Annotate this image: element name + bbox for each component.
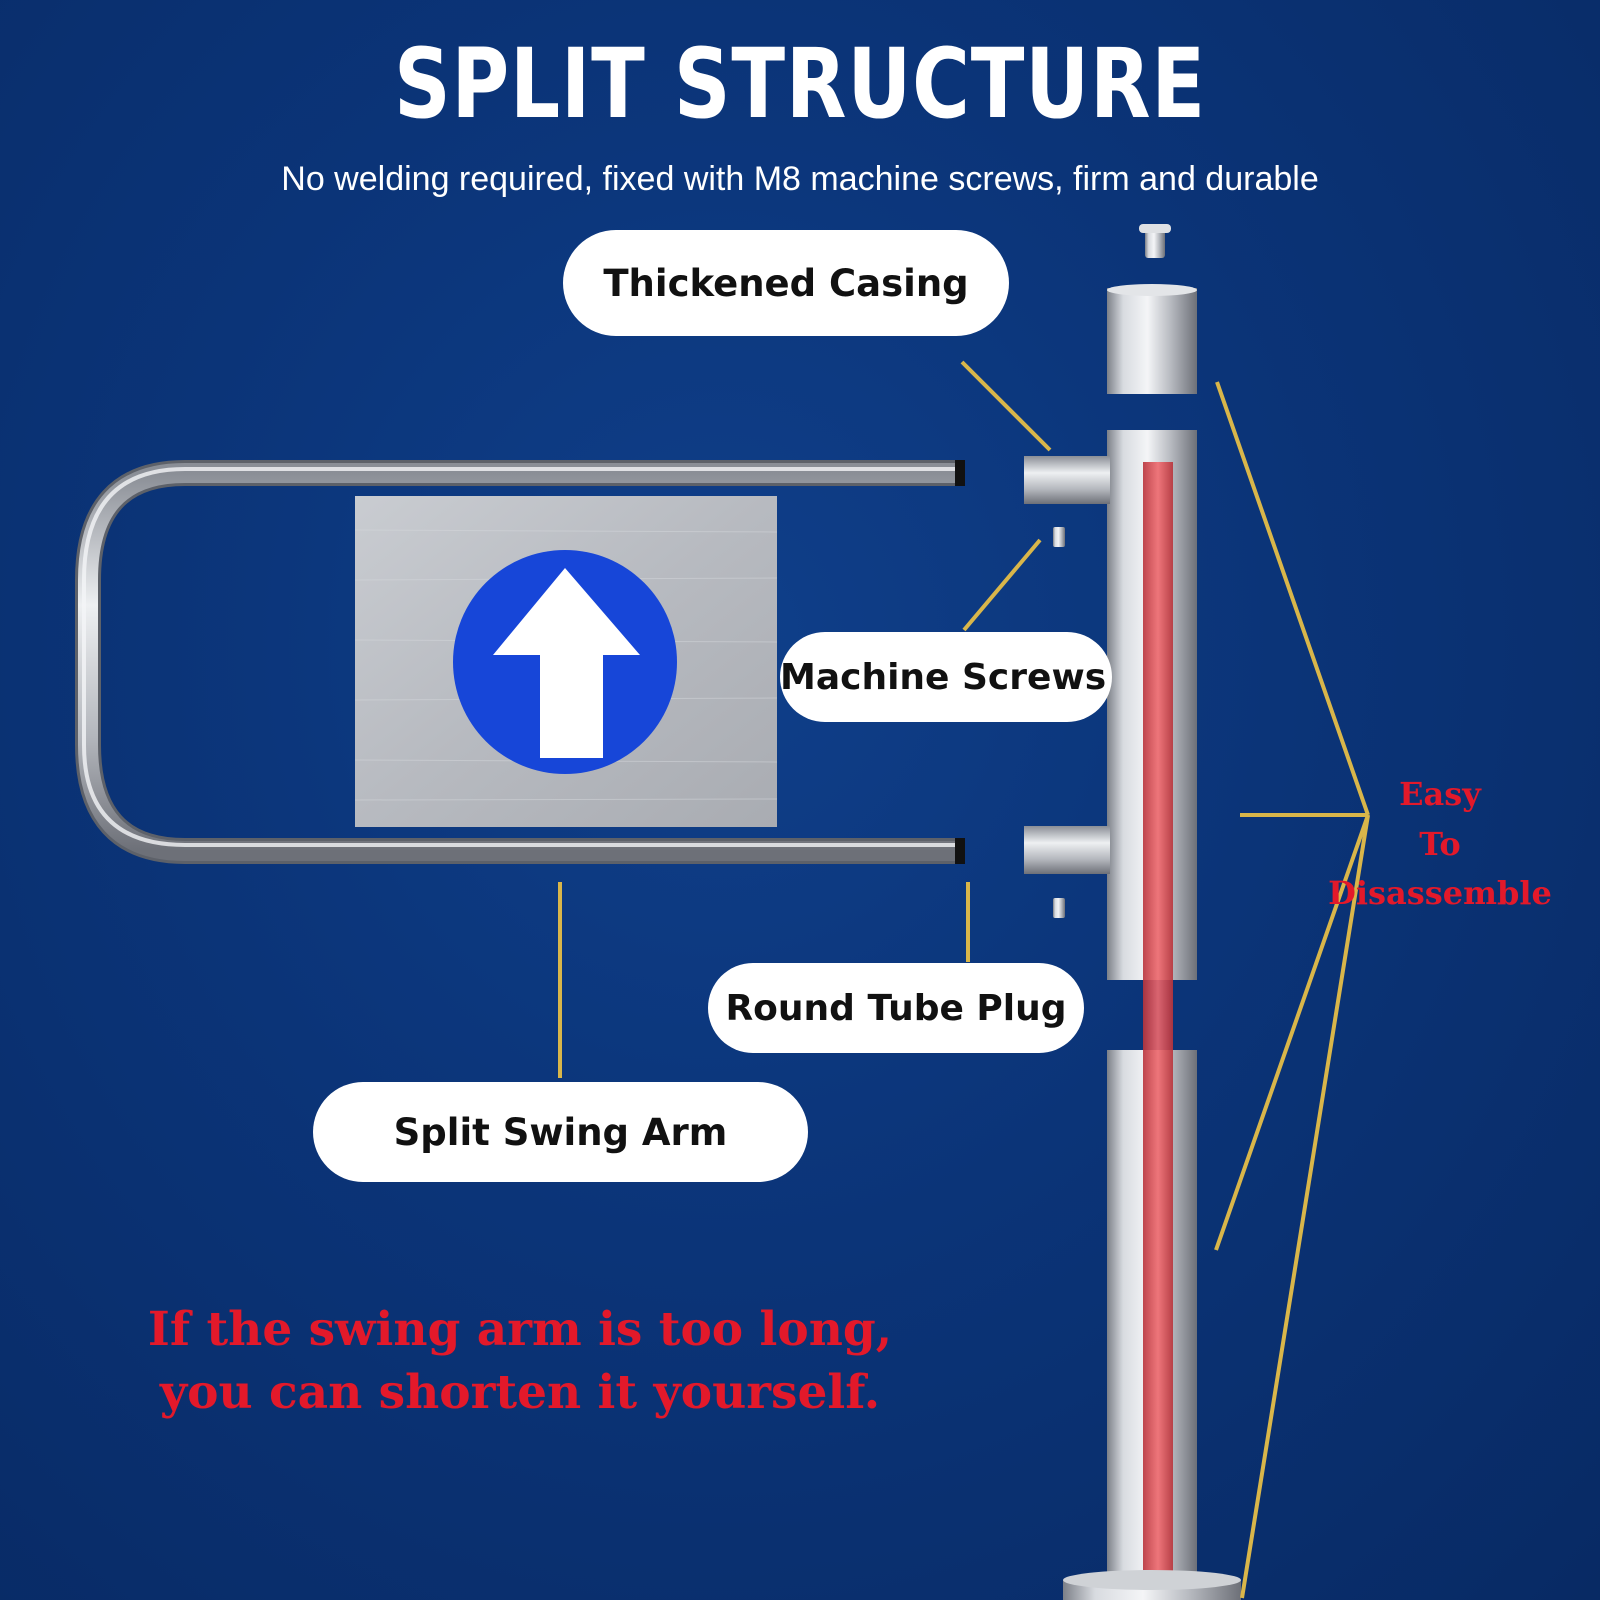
callout-machine-screws: Machine Screws (780, 632, 1112, 722)
up-arrow-icon (493, 568, 640, 758)
leader-lines (558, 360, 1370, 1599)
callout-split-swing-arm-label: Split Swing Arm (393, 1110, 728, 1154)
page-title: SPLIT STRUCTURE (394, 28, 1206, 140)
side-note-line-2: To (1419, 824, 1461, 863)
easy-to-disassemble-note: Easy To Disassemble (1300, 770, 1580, 919)
bottom-note-line-1: If the swing arm is too long, (147, 1302, 893, 1357)
shorten-arm-note: If the swing arm is too long, you can sh… (140, 1298, 900, 1425)
callout-round-tube-plug: Round Tube Plug (708, 963, 1084, 1053)
page-subtitle: No welding required, fixed with M8 machi… (281, 160, 1319, 198)
arm-connectors (1024, 456, 1110, 918)
callout-thickened-casing-label: Thickened Casing (603, 261, 969, 305)
bottom-note-line-2: you can shorten it yourself. (159, 1365, 881, 1421)
sign-plate (354, 496, 778, 827)
side-note-line-3: Disassemble (1328, 874, 1552, 913)
swing-arm-loop (75, 460, 965, 864)
callout-split-swing-arm: Split Swing Arm (313, 1082, 808, 1182)
callout-machine-screws-label: Machine Screws (780, 656, 1107, 698)
side-note-line-1: Easy (1399, 775, 1481, 813)
callout-thickened-casing: Thickened Casing (563, 230, 1009, 336)
gate-post (1063, 224, 1241, 1600)
callout-round-tube-plug-label: Round Tube Plug (725, 987, 1067, 1029)
